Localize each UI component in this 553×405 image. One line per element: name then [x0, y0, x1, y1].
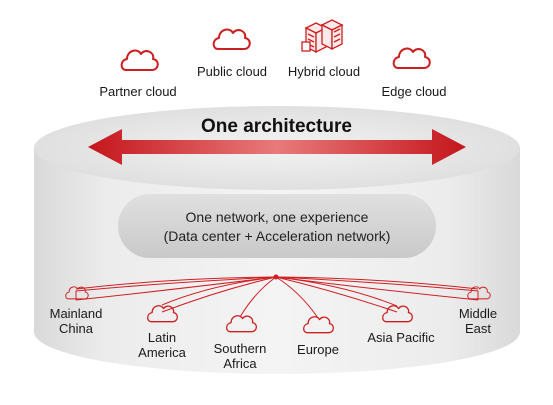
double-arrow-icon: [88, 129, 466, 165]
latin-america-cloud-icon: [147, 305, 178, 323]
architecture-title: One architecture: [201, 116, 352, 137]
edge-cloud-label: Edge cloud: [381, 84, 447, 99]
mainland-china-cloud-icon: [65, 286, 89, 300]
link-middle-east: [275, 276, 479, 290]
link-europe: [275, 276, 319, 319]
asia-pacific-cloud-icon: [382, 305, 413, 323]
partner-cloud-icon: [120, 49, 159, 71]
link-mainland-china: [75, 276, 277, 290]
region-label-asia-pacific: Asia Pacific: [367, 330, 435, 345]
link-southern-africa: [239, 276, 277, 318]
partner-cloud-label: Partner cloud: [99, 84, 177, 99]
hybrid-cloud-icon: [301, 19, 344, 54]
public-cloud-label: Public cloud: [196, 64, 268, 79]
network-title: One network, one experience: [185, 209, 369, 225]
network-pill: [118, 194, 436, 258]
network-hub: [273, 274, 279, 280]
region-label-europe: Europe: [297, 342, 339, 357]
network-pill-text: One network, one experience (Data center…: [118, 208, 436, 246]
edge-cloud-icon: [392, 47, 431, 69]
middle-east-cloud-icon: [467, 286, 491, 300]
europe-cloud-icon: [303, 316, 334, 334]
southern-africa-cloud-icon: [226, 315, 257, 333]
region-label-latin-america: Latin America: [138, 330, 186, 360]
region-label-southern-africa: Southern Africa: [213, 341, 267, 371]
network-links: [75, 276, 479, 319]
hybrid-cloud-label: Hybrid cloud: [287, 64, 361, 79]
region-label-middle-east: Middle East: [458, 306, 498, 336]
architecture-arrow: [88, 129, 466, 165]
network-subtitle: (Data center + Acceleration network): [163, 228, 391, 244]
public-cloud-icon: [212, 28, 251, 50]
region-label-mainland-china: Mainland China: [49, 306, 103, 336]
